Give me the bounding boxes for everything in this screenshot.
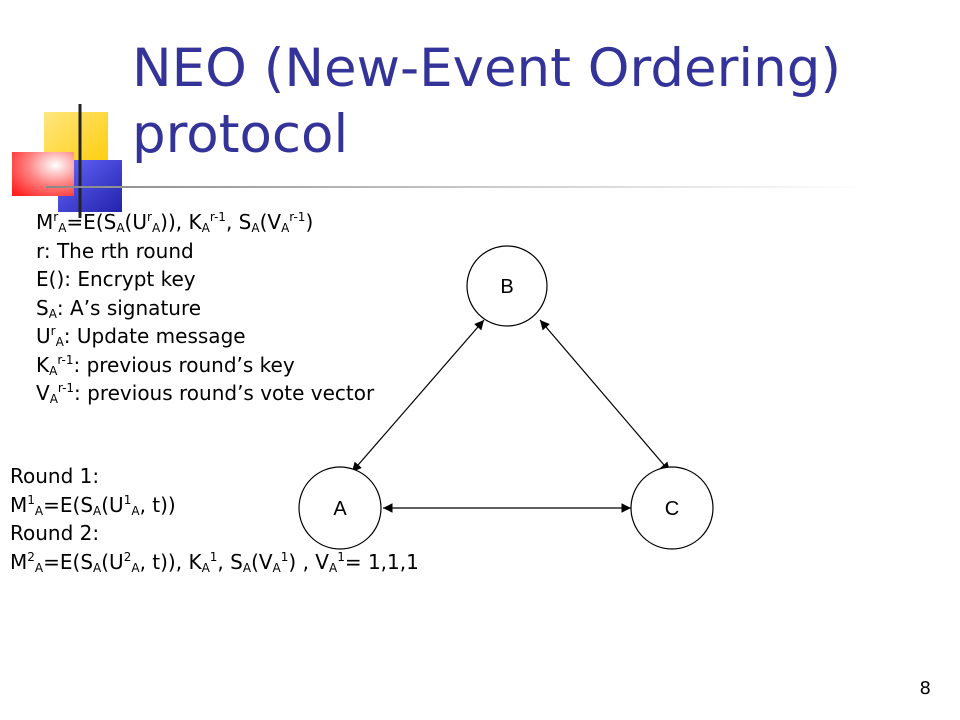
- node-c-label: C: [665, 498, 679, 520]
- subscript: A: [55, 335, 64, 349]
- superscript: 2: [27, 549, 35, 564]
- superscript: r: [147, 210, 152, 224]
- text-run: M: [36, 210, 54, 234]
- text-run: =E(S: [43, 492, 94, 517]
- subscript: A: [151, 221, 161, 235]
- subscript: A: [281, 221, 290, 235]
- text-run: Round 2:: [10, 521, 100, 545]
- superscript: 1: [27, 492, 35, 507]
- text-run: , S: [225, 210, 252, 234]
- subscript: A: [201, 221, 210, 235]
- superscript: r-1: [209, 210, 226, 224]
- text-run: , t)): [139, 492, 176, 517]
- definition-line: E(): Encrypt key: [36, 265, 374, 294]
- superscript: r: [53, 210, 59, 224]
- title-underline: [46, 186, 866, 188]
- node-a: A: [298, 466, 382, 550]
- page-number: 8: [919, 678, 931, 699]
- slide-title: NEO (New-Event Ordering) protocol: [132, 36, 932, 168]
- text-run: S: [36, 295, 49, 320]
- text-run: =E(S: [66, 210, 117, 234]
- edge-a-b: [351, 319, 485, 473]
- text-run: U: [36, 324, 51, 348]
- definition-line: KAr-1: previous round’s key: [36, 351, 374, 380]
- text-run: =E(S: [43, 549, 94, 574]
- definition-line: MrA=E(SA(UrA)), KAr-1, SA(VAr-1): [36, 208, 374, 237]
- subscript: A: [49, 392, 58, 406]
- superscript: r-1: [57, 381, 75, 395]
- subscript: A: [49, 363, 58, 378]
- subscript: A: [48, 306, 57, 321]
- edge-b-c: [539, 319, 671, 473]
- text-run: )), K: [160, 210, 202, 234]
- subscript: A: [93, 503, 102, 518]
- definition-line: UrA: Update message: [36, 322, 374, 351]
- text-run: (U: [124, 210, 147, 234]
- superscript: 1: [123, 492, 132, 507]
- subscript: A: [131, 560, 140, 575]
- node-b-label: B: [500, 276, 513, 298]
- superscript: 1: [337, 549, 345, 564]
- subscript: A: [58, 221, 67, 235]
- definition-line: SA: A’s signature: [36, 294, 374, 323]
- text-run: (U: [101, 492, 124, 517]
- text-run: V: [36, 381, 50, 405]
- rounds-list: Round 1:M1A=E(SA(U1A, t))Round 2:M2A=E(S…: [10, 462, 419, 576]
- red-block: [12, 152, 74, 196]
- text-run: Round 1:: [10, 464, 100, 488]
- definition-line: r: The rth round: [36, 237, 374, 266]
- subscript: A: [34, 560, 44, 575]
- text-run: r: The rth round: [36, 238, 194, 263]
- title-line-1: NEO (New-Event Ordering): [132, 38, 842, 99]
- node-a-label: A: [333, 498, 347, 520]
- subscript: A: [251, 221, 260, 235]
- subscript: A: [116, 221, 125, 235]
- text-run: (V: [251, 549, 273, 574]
- superscript: 1: [209, 549, 218, 564]
- text-run: ): [305, 210, 314, 234]
- text-run: (U: [101, 549, 124, 574]
- subscript: A: [328, 560, 338, 575]
- subscript: A: [131, 503, 140, 518]
- subscript: A: [34, 503, 44, 518]
- superscript: 1: [280, 549, 289, 564]
- round-line: M2A=E(SA(U2A, t)), KA1, SA(VA1) , VA1= 1…: [10, 548, 419, 577]
- text-run: , S: [217, 549, 243, 574]
- text-run: : A’s signature: [56, 295, 202, 320]
- superscript: r: [50, 324, 56, 338]
- subscript: A: [272, 560, 281, 575]
- text-run: M: [10, 549, 28, 574]
- text-run: : previous round’s vote vector: [74, 381, 375, 405]
- definition-line: VAr-1: previous round’s vote vector: [36, 379, 374, 408]
- definitions-list: MrA=E(SA(UrA)), KAr-1, SA(VAr-1)r: The r…: [36, 208, 374, 408]
- subscript: A: [242, 560, 252, 575]
- round-line: Round 2:: [10, 519, 419, 548]
- title-line-2: protocol: [132, 104, 349, 165]
- text-run: M: [10, 492, 28, 517]
- text-run: (V: [259, 210, 282, 234]
- text-run: ) , V: [288, 549, 329, 574]
- text-run: K: [36, 352, 50, 377]
- text-run: , t)), K: [139, 549, 202, 574]
- subscript: A: [201, 560, 210, 575]
- superscript: r-1: [57, 352, 74, 367]
- superscript: 2: [123, 549, 132, 564]
- text-run: : Update message: [63, 324, 246, 348]
- node-c: C: [630, 466, 714, 550]
- superscript: r-1: [289, 210, 306, 224]
- round-line: M1A=E(SA(U1A, t)): [10, 491, 419, 520]
- round-line: Round 1:: [10, 462, 419, 491]
- subscript: A: [93, 560, 102, 575]
- text-run: : previous round’s key: [73, 352, 295, 377]
- text-run: = 1,1,1: [344, 549, 419, 574]
- text-run: E(): Encrypt key: [36, 267, 196, 291]
- node-b: B: [466, 245, 548, 327]
